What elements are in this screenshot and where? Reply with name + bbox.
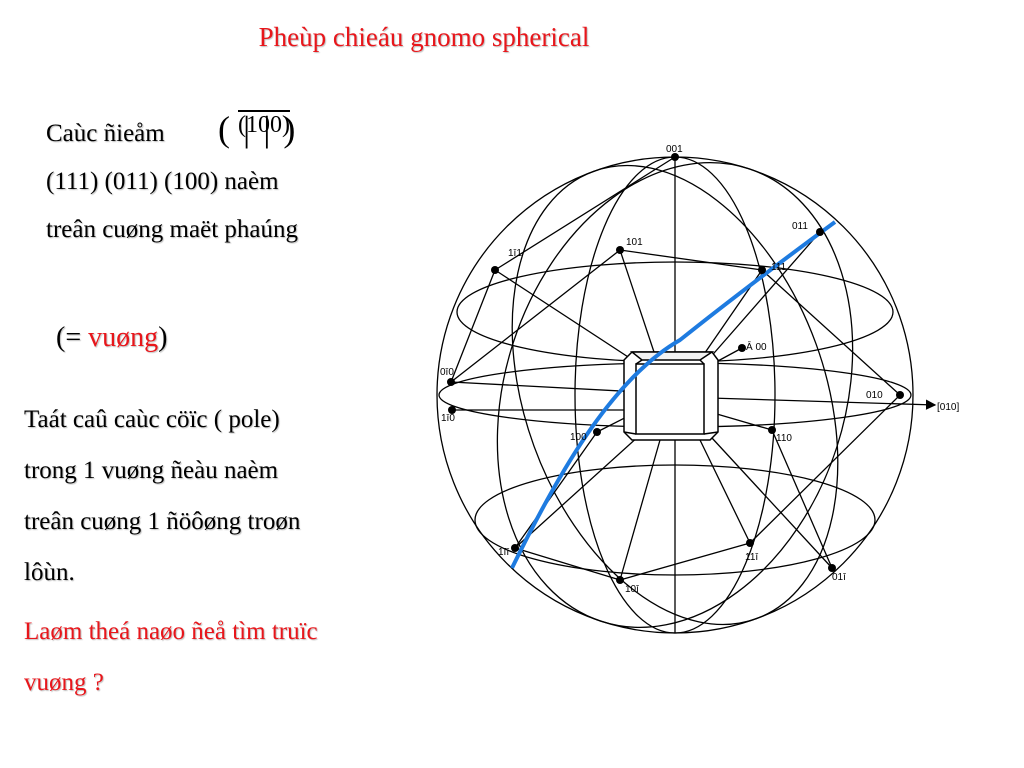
- label-101: 101: [626, 237, 643, 248]
- intro-line-3: treân cuøng maët phaúng: [46, 216, 298, 243]
- line-101: [619, 249, 656, 356]
- gc-c: [450, 269, 496, 383]
- line-10m1: [619, 439, 661, 581]
- label-001: 001: [666, 144, 683, 155]
- gc-g: [514, 547, 621, 581]
- pole-01m1: [828, 564, 836, 572]
- line-01m1: [711, 437, 833, 569]
- axis-010-arrow: [709, 397, 937, 410]
- body-line-1: Taát caû caùc cöïc ( pole): [24, 406, 280, 433]
- crystal-cube: [623, 351, 719, 441]
- gc-b: [619, 249, 763, 271]
- pole-11m1: [746, 539, 754, 547]
- line-011: [707, 231, 821, 361]
- label-010: 010: [866, 390, 883, 401]
- pole-001: [671, 153, 679, 161]
- meridian-2: [496, 161, 854, 629]
- equation-open: (=: [56, 322, 89, 353]
- label-1m10: 1ī0: [441, 413, 455, 424]
- intro-line-1: Caùc ñieåm: [46, 120, 165, 147]
- pole-011: [816, 228, 824, 236]
- label-axis-010: [010]: [937, 402, 959, 413]
- label-111: 111: [771, 262, 787, 273]
- pole-1m1m1: [511, 544, 519, 552]
- question-paragraph: Laøm theá naøo ñeå tìm truïc vuøng ?: [24, 606, 404, 708]
- pole-1m10: [448, 406, 456, 414]
- line-1m11: [494, 269, 646, 369]
- zone-great-circle: [510, 220, 837, 569]
- gc-h: [619, 542, 751, 581]
- pole-010: [896, 391, 904, 399]
- body-line-4: lôùn.: [24, 559, 75, 586]
- line-0m10: [450, 381, 641, 393]
- line-11m1: [699, 439, 751, 544]
- equation-close: ): [158, 322, 168, 353]
- line-110: [709, 411, 773, 431]
- overlay-plane-100: (100): [238, 112, 290, 138]
- label-011: 011: [792, 221, 808, 232]
- body-line-2: trong 1 vuøng ñeàu naèm: [24, 457, 279, 484]
- label-m100: Ā 00: [746, 341, 767, 353]
- pole-110: [768, 426, 776, 434]
- stereographic-sphere-diagram: 001 011 101 1ī1 111 Ā 00 0ī0 010 [010] 1…: [436, 144, 959, 634]
- pole-111: [758, 266, 766, 274]
- overlay-parenthesis-formula: ( | | ): [218, 109, 298, 149]
- label-110: 110: [776, 433, 792, 444]
- pole-1m11: [491, 266, 499, 274]
- question-line-2: vuøng ?: [24, 669, 104, 696]
- pole-0m10: [447, 378, 455, 386]
- label-11m1: 11ī: [745, 552, 758, 563]
- gc-d: [761, 269, 901, 396]
- line-1m1m1: [514, 434, 641, 549]
- intro-line-2: (111) (011) (100) naèm: [46, 168, 279, 195]
- gc-a: [494, 156, 676, 271]
- gc-i: [450, 249, 621, 383]
- meridian-3: [511, 164, 839, 626]
- label-0m10: 0ī0: [440, 367, 454, 378]
- label-100: 100: [570, 432, 587, 443]
- label-01m1: 01ī: [832, 572, 846, 583]
- pole-m100: [738, 344, 746, 352]
- zone-equation: (= vuøng): [56, 322, 167, 354]
- question-line-1: Laøm theá naøo ñeå tìm truïc: [24, 618, 318, 645]
- gc-j: [749, 394, 901, 544]
- slide-title: Pheùp chieáu gnomo spherical: [258, 22, 590, 52]
- pole-100: [593, 428, 601, 436]
- gc-e: [514, 431, 598, 549]
- label-1m11: 1ī1: [508, 248, 522, 259]
- label-1m1m1: 1īī: [498, 547, 509, 558]
- pole-10m1: [616, 576, 624, 584]
- gc-f: [771, 429, 833, 569]
- pole-101: [616, 246, 624, 254]
- label-10m1: 10ī: [625, 584, 639, 595]
- intro-paragraph: Caùc ñieåm (111) (011) (100) naèm treân …: [46, 110, 298, 254]
- equation-word: vuøng: [88, 322, 159, 353]
- body-paragraph: Taát caû caùc cöïc ( pole) trong 1 vuøng…: [24, 394, 404, 598]
- body-line-3: treân cuøng 1 ñöôøng troøn: [24, 508, 301, 535]
